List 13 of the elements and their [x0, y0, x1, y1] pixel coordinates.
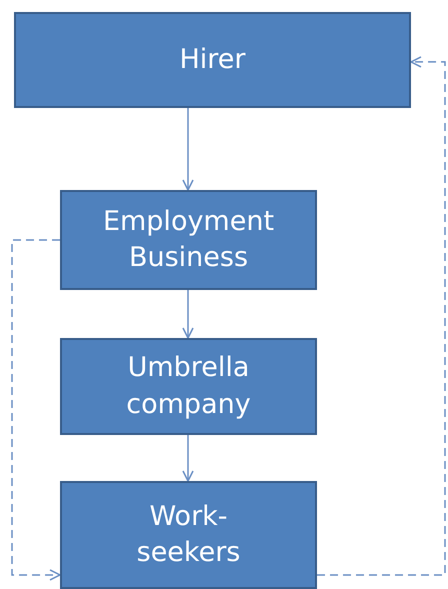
- box-label: Employment Business: [102, 204, 276, 275]
- box-label: Umbrella company: [125, 351, 252, 422]
- process-box: [60, 190, 317, 290]
- arrow: [182, 435, 194, 482]
- arrow: [182, 108, 194, 191]
- process-box: [60, 338, 317, 435]
- process-box: [14, 12, 411, 108]
- box-label: Work- seekers: [136, 500, 242, 570]
- dashed-arrow: [317, 56, 446, 576]
- arrow: [182, 290, 194, 339]
- process-box: [60, 481, 317, 589]
- box-label: Hirer: [179, 42, 246, 77]
- dashed-arrow: [11, 239, 61, 581]
